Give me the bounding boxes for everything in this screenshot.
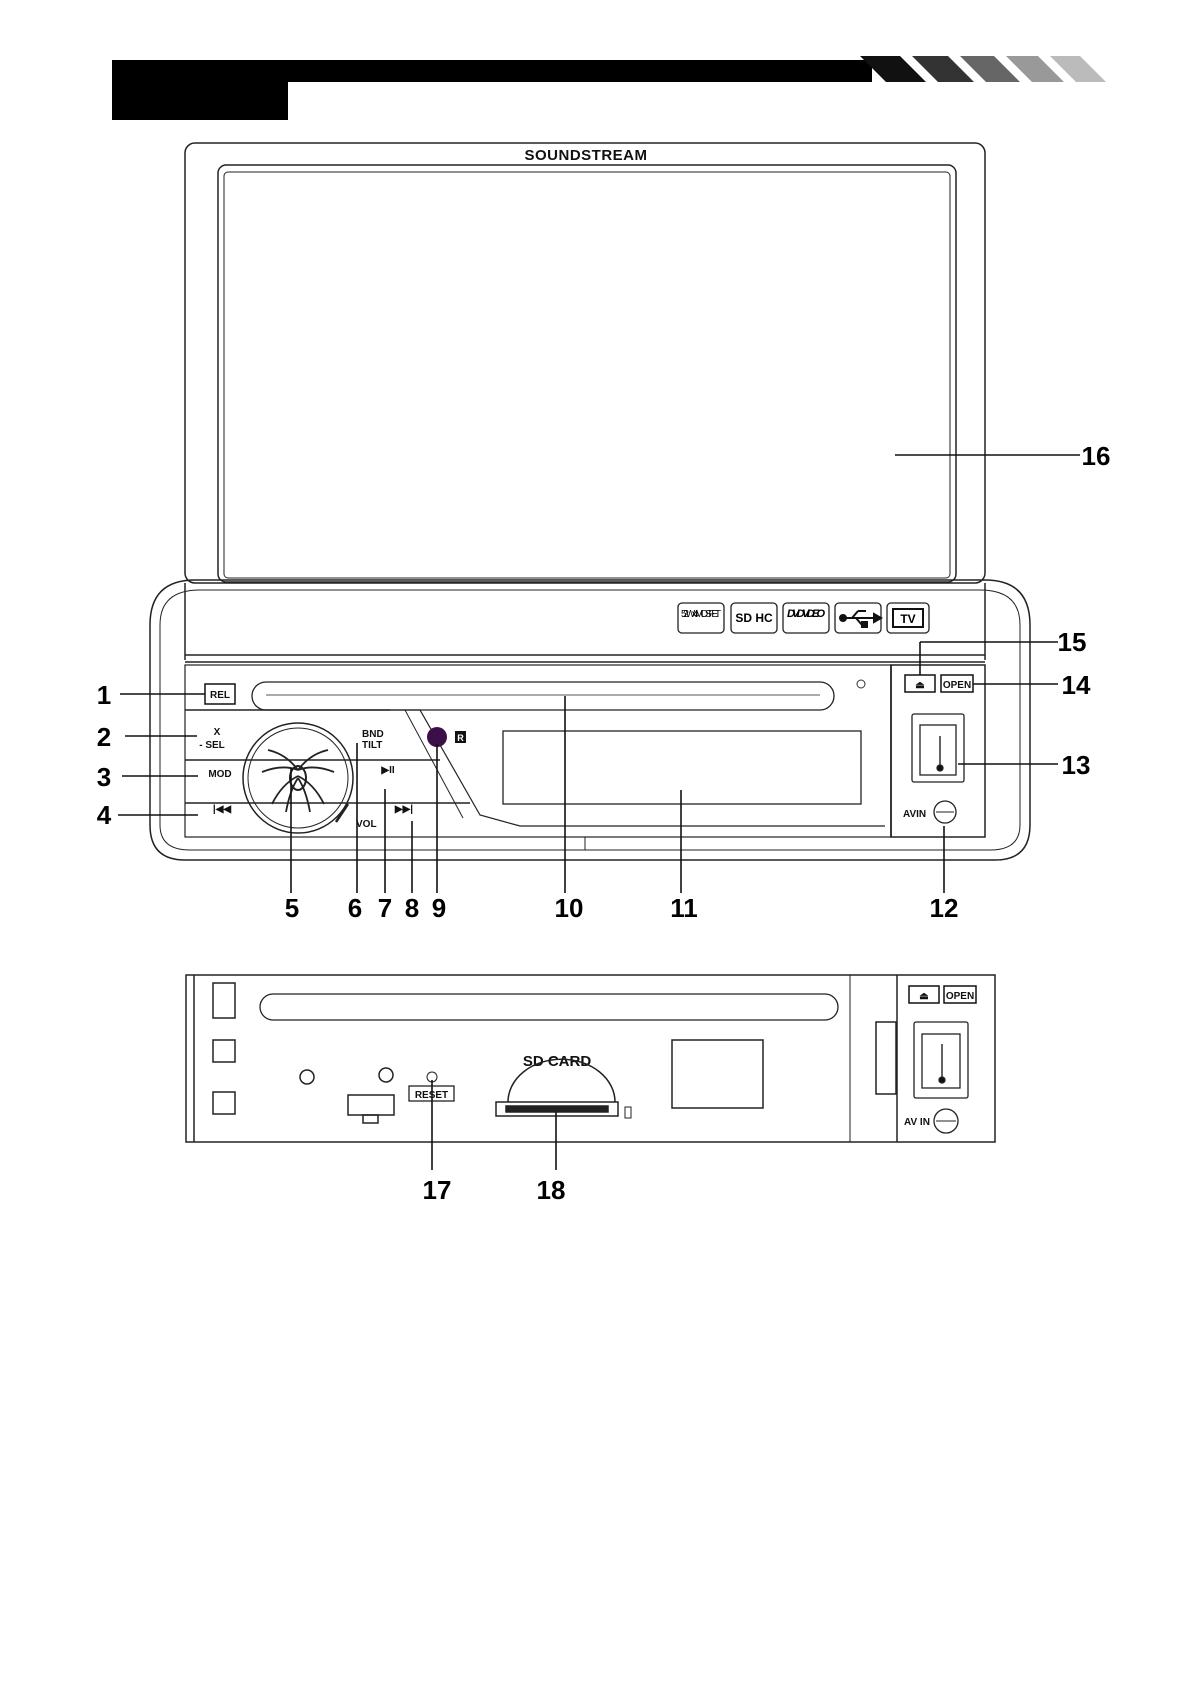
callout-13: 13 bbox=[1062, 750, 1091, 780]
rear-eject-button[interactable]: ⏏ bbox=[909, 986, 939, 1003]
chassis bbox=[150, 580, 1030, 860]
mute-icon[interactable]: X bbox=[214, 727, 221, 738]
next-button[interactable]: ▶▶| bbox=[394, 804, 413, 815]
eject-button[interactable]: ⏏ bbox=[905, 675, 935, 692]
callout-4: 4 bbox=[97, 800, 112, 830]
monitor bbox=[185, 143, 985, 583]
led-indicator bbox=[857, 680, 865, 688]
badge-52w: 52W x 4 MOSFET bbox=[681, 609, 721, 620]
bnd-label[interactable]: BND bbox=[362, 729, 384, 740]
usb-port[interactable] bbox=[912, 714, 964, 782]
rear-avin-label: AV IN bbox=[904, 1117, 930, 1128]
badge-dvd: DVD VIDEO bbox=[787, 608, 825, 620]
avin-label: AVIN bbox=[903, 809, 926, 820]
svg-text:⏏: ⏏ bbox=[915, 680, 925, 691]
rel-button[interactable]: REL bbox=[205, 684, 235, 704]
prev-button[interactable]: |◀◀ bbox=[213, 804, 231, 815]
display-window bbox=[503, 731, 861, 804]
callout-1: 1 bbox=[97, 680, 111, 710]
callout-18: 18 bbox=[537, 1175, 566, 1205]
usb-badge-icon bbox=[840, 611, 881, 627]
badge-sdhc: SD HC bbox=[735, 611, 773, 625]
tilt-label[interactable]: TILT bbox=[362, 740, 382, 751]
callout-7: 7 bbox=[378, 893, 392, 923]
mod-button[interactable]: MOD bbox=[208, 769, 231, 780]
callout-5: 5 bbox=[285, 893, 299, 923]
callout-11: 11 bbox=[670, 893, 698, 923]
callout-9: 9 bbox=[432, 893, 446, 923]
callout-16: 16 bbox=[1082, 441, 1111, 471]
svg-text:REL: REL bbox=[210, 690, 230, 701]
callout-12: 12 bbox=[930, 893, 959, 923]
callout-6: 6 bbox=[348, 893, 362, 923]
callout-17: 17 bbox=[423, 1175, 452, 1205]
callout-10: 10 bbox=[555, 893, 584, 923]
vol-label: VOL bbox=[356, 819, 377, 830]
callout-8: 8 bbox=[405, 893, 419, 923]
sel-button-label[interactable]: - SEL bbox=[199, 740, 225, 751]
svg-text:OPEN: OPEN bbox=[943, 680, 971, 691]
callout-14: 14 bbox=[1062, 670, 1091, 700]
svg-text:⏏: ⏏ bbox=[919, 991, 929, 1002]
callout-15: 15 bbox=[1058, 627, 1087, 657]
badge-tv: TV bbox=[900, 612, 915, 626]
rear-disc-slot[interactable] bbox=[260, 994, 838, 1020]
ir-label: R bbox=[457, 733, 464, 743]
brand-logo: SOUNDSTREAM bbox=[524, 147, 647, 164]
open-button[interactable]: OPEN bbox=[941, 675, 973, 692]
callout-2: 2 bbox=[97, 722, 111, 752]
volume-knob[interactable] bbox=[243, 723, 353, 833]
play-pause-button[interactable]: ▶II bbox=[380, 765, 394, 776]
rear-usb-port[interactable] bbox=[914, 1022, 968, 1098]
rear-open-button[interactable]: OPEN bbox=[944, 986, 976, 1003]
svg-text:OPEN: OPEN bbox=[946, 991, 974, 1002]
callout-3: 3 bbox=[97, 762, 111, 792]
disc-slot[interactable] bbox=[252, 682, 834, 710]
